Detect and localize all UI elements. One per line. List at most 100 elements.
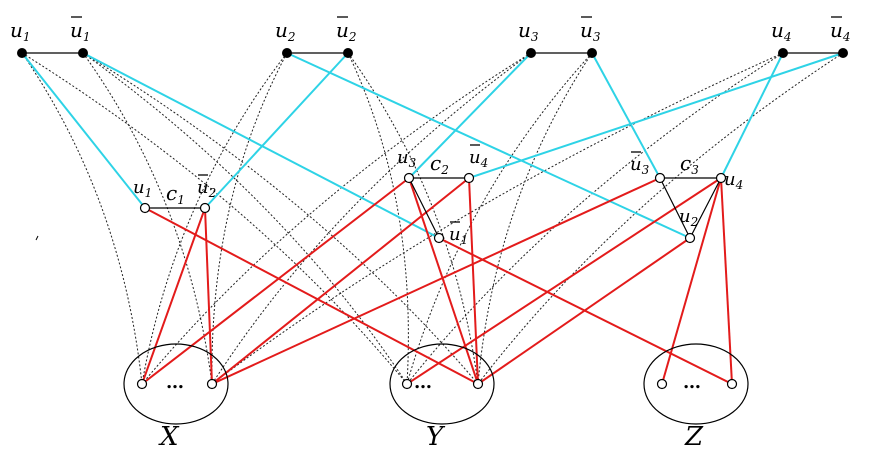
- red-edge-c3b-Z2: [720, 177, 733, 385]
- clause-label-sub: 2: [690, 215, 699, 229]
- red-edge-c2b-X2: [211, 177, 470, 385]
- red-edge-c3b-Y1: [406, 177, 722, 385]
- clause-label-sub: 4: [480, 156, 489, 170]
- set-Y-label: Y: [426, 422, 446, 452]
- set-Z-ellipse: [643, 343, 749, 425]
- vertex-label-main: u: [275, 18, 288, 42]
- clause-label-sub: 1: [145, 186, 153, 200]
- clause-vertex-label-c1b: u2: [197, 177, 216, 200]
- cyan-edge-u3-c2a: [408, 52, 532, 179]
- clause-name-main: c: [430, 151, 441, 175]
- vertex-label-u3: u3: [518, 18, 539, 44]
- cyan-edge-nu4-c2b: [468, 52, 844, 179]
- vertex-label-nu2: u2: [336, 18, 357, 44]
- vertex-nu1: [78, 48, 88, 58]
- set-vertex-Z2: [726, 378, 738, 390]
- clause-name-3: c3: [680, 151, 699, 177]
- clause-name-2: c2: [430, 151, 449, 177]
- red-edge-c1a-Y2: [144, 207, 479, 385]
- clause-name-main: c: [680, 151, 691, 175]
- vertex-label-u1: u1: [10, 18, 31, 44]
- vertex-label-nu3: u3: [580, 18, 601, 44]
- clause-label-main: u: [197, 177, 209, 198]
- clause-label-sub: 2: [208, 186, 217, 200]
- vertex-u4: [778, 48, 788, 58]
- dotted-edge-nu1-Y1: [82, 52, 408, 385]
- clause-label-main: u: [397, 147, 409, 168]
- vertex-label-sub: 4: [783, 30, 792, 44]
- vertex-label-u4: u4: [771, 18, 792, 44]
- vertex-label-nu4: u4: [830, 18, 851, 44]
- clause-vertex-label-c2a: u3: [397, 147, 417, 170]
- clause-vertex-c3c: [684, 232, 696, 244]
- dotted-edge-u1-X1: [21, 52, 143, 385]
- cyan-edge-u2-c3c: [286, 52, 691, 239]
- set-vertex-X2: [206, 378, 218, 390]
- dotted-edge-nu3-Y1: [406, 52, 593, 385]
- vertex-nu4: [838, 48, 848, 58]
- clause-name-1: c1: [166, 181, 185, 207]
- clause-vertex-c2a: [403, 172, 415, 184]
- vertex-label-main: u: [70, 18, 83, 42]
- clause-label-sub: 3: [642, 163, 650, 177]
- cyan-edge-nu3-c3a: [591, 52, 661, 179]
- clause-vertex-c1b: [199, 202, 211, 214]
- clause-vertex-label-c3a: u3: [630, 154, 650, 177]
- black-edge-c3b-c3c: [689, 177, 722, 239]
- dotted-edge-u3-X2: [211, 52, 532, 385]
- clause-label-main: u: [469, 147, 481, 168]
- red-edge-c2a-X1: [141, 177, 410, 385]
- clause-label-main: u: [449, 224, 461, 245]
- clause-name-sub: 3: [691, 163, 699, 177]
- clause-label-main: u: [133, 177, 145, 198]
- clause-label-sub: 1: [461, 233, 469, 247]
- vertex-nu3: [587, 48, 597, 58]
- clause-vertex-c1a: [139, 202, 151, 214]
- vertex-label-sub: 1: [23, 30, 31, 44]
- set-Y-ellipse: [389, 343, 495, 425]
- dotted-edge-nu2-Y2: [347, 52, 479, 385]
- red-edge-c2a-Y2: [408, 177, 479, 385]
- vertex-u3: [526, 48, 536, 58]
- vertex-label-sub: 1: [83, 30, 91, 44]
- clause-name-main: c: [166, 181, 177, 205]
- set-vertex-X1: [136, 378, 148, 390]
- red-edge-c3a-X2: [211, 177, 661, 385]
- clause-vertex-label-c3c: u2: [679, 206, 698, 229]
- dotted-edge-u3-X1: [141, 52, 532, 385]
- clause-name-sub: 2: [440, 163, 449, 177]
- clause-label-sub: 3: [409, 156, 417, 170]
- vertex-label-main: u: [518, 18, 531, 42]
- dotted-edge-u4-X2: [211, 52, 784, 385]
- vertex-label-sub: 2: [348, 30, 357, 44]
- red-edge-c2b-Y2: [468, 177, 479, 385]
- vertex-label-sub: 2: [287, 30, 296, 44]
- vertex-label-sub: 3: [531, 30, 539, 44]
- edges-layer: [21, 52, 844, 385]
- set-X-ellipsis: …: [166, 372, 184, 393]
- set-X-label: X: [158, 422, 180, 452]
- stray-mark: [35, 235, 39, 241]
- vertex-label-main: u: [830, 18, 843, 42]
- clause-name-sub: 1: [177, 193, 185, 207]
- clause-vertex-label-c1a: u1: [133, 177, 152, 200]
- clause-vertex-c2c: [433, 232, 445, 244]
- cyan-edge-u4-c3b: [720, 52, 784, 179]
- clause-vertex-label-c2b: u4: [469, 147, 488, 170]
- clause-label-main: u: [724, 169, 736, 190]
- clause-vertex-label-c2c: u1: [449, 224, 468, 247]
- vertex-label-sub: 3: [593, 30, 601, 44]
- black-edge-c2a-c2c: [408, 177, 440, 239]
- set-Z-ellipsis: …: [683, 372, 701, 393]
- clause-vertex-c3a: [654, 172, 666, 184]
- clause-label-sub: 4: [735, 178, 744, 192]
- vertex-u2: [282, 48, 292, 58]
- vertex-label-main: u: [580, 18, 593, 42]
- cyan-edge-nu2-c1b: [204, 52, 349, 209]
- cyan-edge-nu1-c2c: [82, 52, 440, 239]
- clause-vertex-label-c3b: u4: [724, 169, 743, 192]
- vertex-u1: [17, 48, 27, 58]
- clause-label-main: u: [679, 206, 691, 227]
- set-vertex-Z1: [656, 378, 668, 390]
